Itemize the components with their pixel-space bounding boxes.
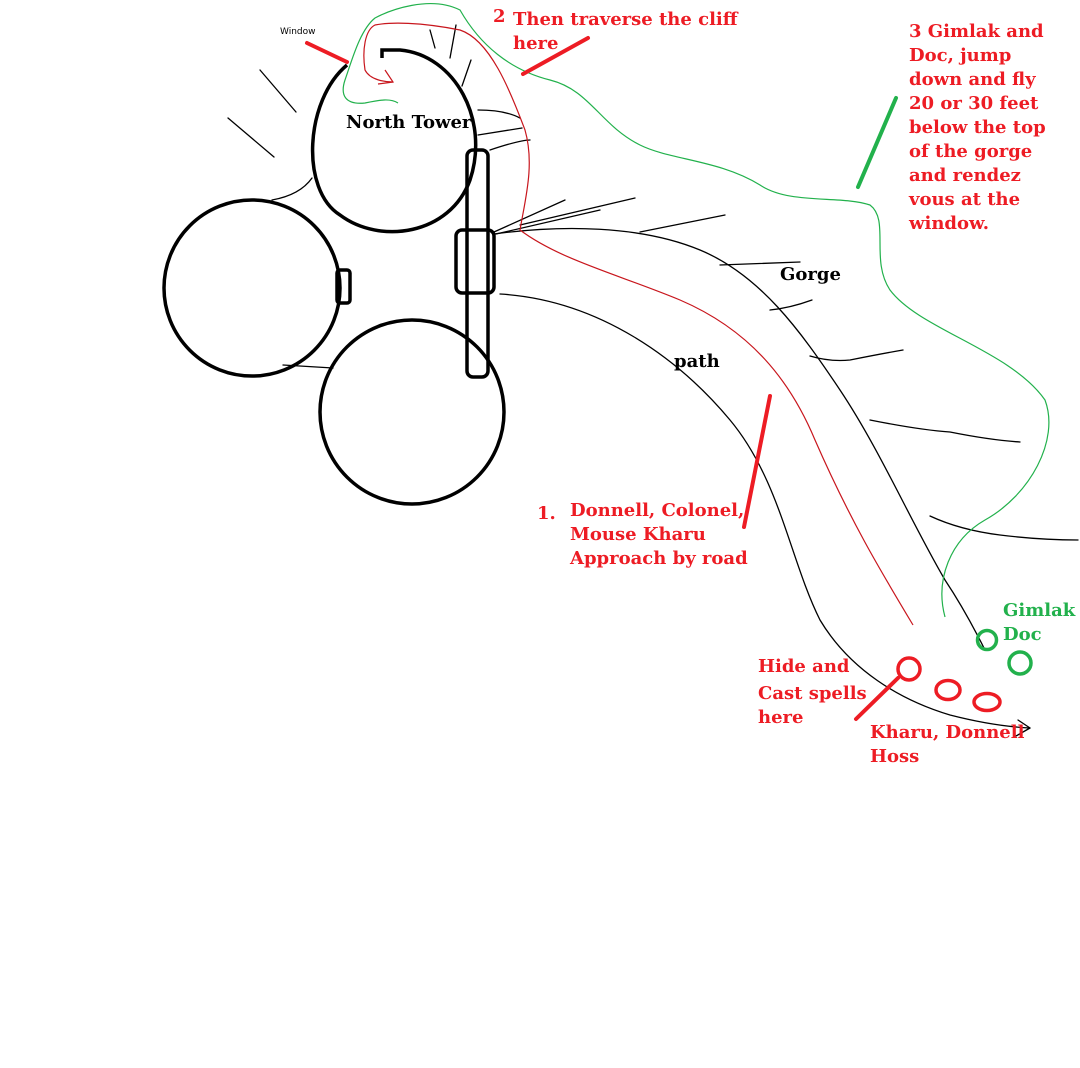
hide-pointer [854,676,900,721]
cliff-hatch [429,29,436,49]
gorge-edge [493,227,986,651]
step3-line: 20 or 30 feet [909,93,1039,114]
east-wall [465,148,490,379]
step3-line: of the gorge [909,141,1032,162]
cliff-hatch [489,139,531,151]
road-arrow [1015,719,1031,737]
cliff-hatch [271,177,313,201]
road-edge [499,293,1031,729]
south-tower-circle [318,318,506,506]
window-pointer [305,41,349,64]
green-marker [1007,650,1033,676]
green-group-line: Gimlak [1003,600,1076,621]
west-tower-gate [335,268,352,305]
green-marker [975,628,999,652]
step3-line: Doc, jump [909,45,1011,66]
east-gate [454,228,496,295]
red-route-line [363,22,914,626]
north-tower-label: North Tower [346,112,472,133]
step1-line: Approach by road [569,548,748,569]
cliff-hatch [449,24,457,59]
step3-line: down and fly [909,69,1036,90]
red-marker [896,656,922,682]
step2-note: Then traverse the cliff here [513,9,744,54]
cliff-hatch [495,209,601,235]
party-markers [896,628,1033,713]
path-label: path [674,351,720,372]
window-label: Window [280,27,316,37]
red-marker [972,691,1002,713]
north-tower-circle [310,48,478,234]
step2-number: 2 [493,6,506,27]
red-group-line: Hoss [870,746,919,767]
cliff-hatch [311,139,314,143]
step1-note: Donnell, Colonel, Mouse Kharu Approach b… [569,500,751,569]
hide-line: here [758,707,803,728]
red-marker [934,678,962,702]
hide-line: Cast spells [758,683,867,704]
cliff-hatch [259,69,297,113]
gorge-hatch [869,419,1021,443]
cliff-hatch [493,199,566,233]
gorge-hatch [769,299,813,311]
step3-line: and rendez [909,165,1021,186]
step3-line: below the top [909,117,1046,138]
step3-pointer [856,96,898,189]
pointer-lines [305,36,900,721]
step2-line: here [513,33,558,54]
gorge-hatch [719,261,801,266]
gorge-hatch [639,214,726,233]
terrain-ink [227,24,1079,737]
red-group-label: Kharu, Donnell Hoss [870,722,1031,767]
red-group-line: Kharu, Donnell [870,722,1025,743]
step3-line: window. [908,213,989,234]
green-route-line [342,3,1050,618]
green-group-line: Doc [1003,624,1042,645]
step3-note: 3 Gimlak and Doc, jump down and fly 20 o… [908,21,1052,234]
hide-note: Hide and Cast spells here [758,656,873,728]
cliff-hatch [461,59,472,87]
step1-line: Donnell, Colonel, [570,500,744,521]
step3-line: 3 Gimlak and [909,21,1044,42]
gorge-label: Gorge [780,264,841,285]
cliff-hatch [282,364,334,369]
step1-number: 1. [537,503,556,524]
cliff-hatch [519,197,636,226]
gorge-hatch [929,515,1079,541]
red-route-arrowhead [377,69,395,85]
step1-pointer [742,394,772,529]
step2-pointer [521,36,590,76]
gorge-hatch [809,349,904,362]
green-group-label: Gimlak Doc [1003,600,1080,645]
hide-line: Hide and [758,656,850,677]
step3-line: vous at the [908,189,1020,210]
step1-line: Mouse Kharu [570,524,706,545]
step2-line: Then traverse the cliff [513,9,739,30]
castle-towers [162,48,506,506]
cliff-hatch [227,117,275,158]
cliff-hatch [477,127,523,136]
west-tower-circle [162,198,342,378]
cliff-hatch [477,109,521,119]
